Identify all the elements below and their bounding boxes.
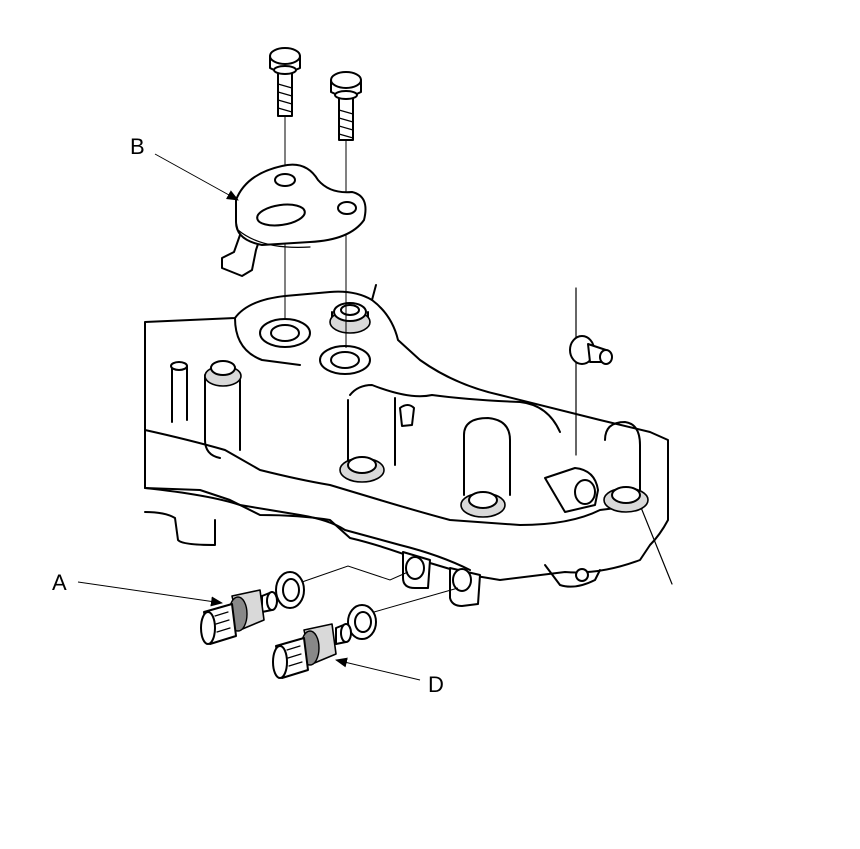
leader-line-b [154,153,239,201]
housing-boss-right [460,417,511,518]
stud-bolt [569,335,613,365]
sensor-bracket-b [221,163,367,277]
bolt-boss-rear [329,302,371,334]
sealing-washer-d [347,604,377,640]
housing-boss-left [204,360,242,459]
leader-line-d [335,657,421,681]
transmission-housing [144,284,673,607]
label-b: B [130,134,145,159]
bolt-right [330,71,362,141]
alignment-guide-lines [284,112,459,613]
sensor-port-d [449,567,481,607]
bolt-hole-upper [259,318,311,348]
label-a: A [52,570,67,595]
label-d: D [428,672,444,697]
bolt-hole-lower [319,345,371,375]
housing-pin-left [170,361,188,423]
pressure-sensor-a [200,589,278,645]
housing-boss-far-right [603,421,649,513]
housing-small-pin [399,404,415,427]
bolt-left [269,47,301,117]
sensor-port-a [402,551,431,589]
leader-line-a [77,581,223,607]
pressure-sensor-d [272,623,352,679]
housing-nozzle [544,467,599,513]
housing-boss-center [339,397,396,483]
sealing-washer-a [275,571,305,609]
